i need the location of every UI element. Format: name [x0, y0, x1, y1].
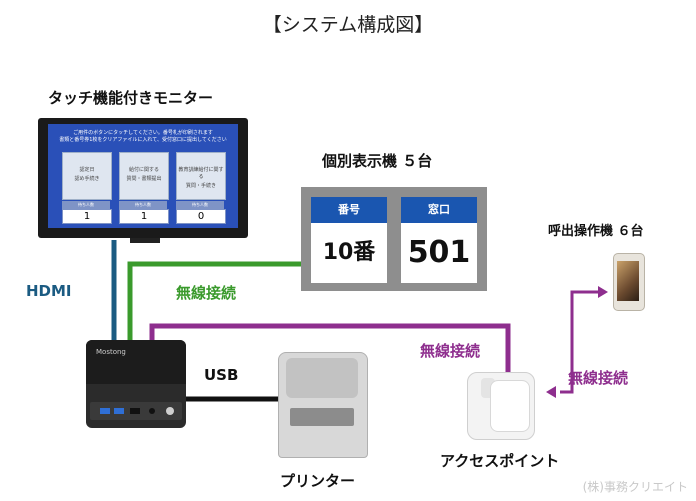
screen-button-2-line1: 給付に関する	[128, 167, 159, 173]
display-cell-window-header: 窓口	[401, 197, 477, 223]
wireless-line-ap	[149, 323, 511, 376]
monitor-stand	[130, 238, 160, 243]
wait-count-1: 1	[62, 209, 112, 224]
wireless-phone-label: 無線接続	[568, 369, 629, 387]
wireless-display-label: 無線接続	[176, 284, 237, 302]
screen-button-3-line1: 教育訓練給付に関する	[178, 167, 224, 180]
printer-paper-slot	[290, 408, 354, 426]
display-cell-window: 窓口 501	[401, 197, 477, 283]
mini-pc-top	[86, 340, 186, 384]
display-cell-number-header: 番号	[311, 197, 387, 223]
diagram-title: 【システム構成図】	[262, 14, 434, 36]
usb-ports-icon	[100, 407, 174, 415]
wait-count-2: 1	[119, 209, 169, 224]
printer-label: プリンター	[280, 472, 356, 490]
screen-button-3[interactable]: 教育訓練給付に関する 質問・手続き	[176, 152, 226, 200]
arrow-to-phone-icon	[598, 286, 608, 298]
wireless-ap-label: 無線接続	[420, 342, 481, 360]
screen-button-1-line2: 認め手続き	[74, 176, 100, 182]
screen-button-2-line2: 質問・書類提出	[126, 176, 162, 182]
display-cell-number-value: 10番	[322, 240, 376, 265]
access-point-body	[490, 380, 530, 432]
caller-phone-screen	[617, 261, 639, 301]
wait-count-label-2: 待ち人数	[119, 201, 167, 209]
screen-instruction-line2: 書類と番号券1枚をクリアファイルに入れて、受付窓口に提出してください	[59, 137, 227, 143]
display-label: 個別表示機 ５台	[322, 152, 433, 170]
screen-button-1[interactable]: 認定日 認め手続き	[62, 152, 112, 200]
printer-cover	[286, 358, 358, 398]
individual-display: 番号 10番 窓口 501	[301, 187, 487, 291]
usb-label: USB	[204, 366, 239, 384]
monitor-label: タッチ機能付きモニター	[48, 89, 214, 107]
wait-count-label-1: 待ち人数	[62, 201, 110, 209]
mini-pc-front-ports	[90, 402, 182, 420]
wireless-line-display	[127, 261, 303, 342]
screen-button-1-line1: 認定日	[79, 167, 95, 173]
display-cell-window-value: 501	[407, 235, 471, 270]
caller-label: 呼出操作機 ６台	[548, 224, 644, 239]
wait-count-3: 0	[176, 209, 226, 224]
mini-pc-brand: Mostong	[96, 348, 126, 356]
watermark: (株)事務クリエイト	[582, 480, 688, 494]
screen-button-2[interactable]: 給付に関する 質問・書類提出	[119, 152, 169, 200]
monitor-screen: ご用件のボタンにタッチしてください。番号札が印刷されます 書類と番号券1枚をクリ…	[48, 124, 238, 228]
access-point-label: アクセスポイント	[440, 452, 560, 470]
display-cell-number: 番号 10番	[311, 197, 387, 283]
arrow-to-ap-icon	[546, 386, 556, 398]
wireless-line-phone	[560, 290, 600, 394]
hdmi-label: HDMI	[26, 282, 72, 300]
wait-count-label-3: 待ち人数	[176, 201, 224, 209]
screen-instructions: ご用件のボタンにタッチしてください。番号札が印刷されます 書類と番号券1枚をクリ…	[48, 130, 238, 144]
screen-instruction-line1: ご用件のボタンにタッチしてください。番号札が印刷されます	[73, 130, 213, 136]
screen-button-3-line2: 質問・手続き	[185, 183, 216, 189]
